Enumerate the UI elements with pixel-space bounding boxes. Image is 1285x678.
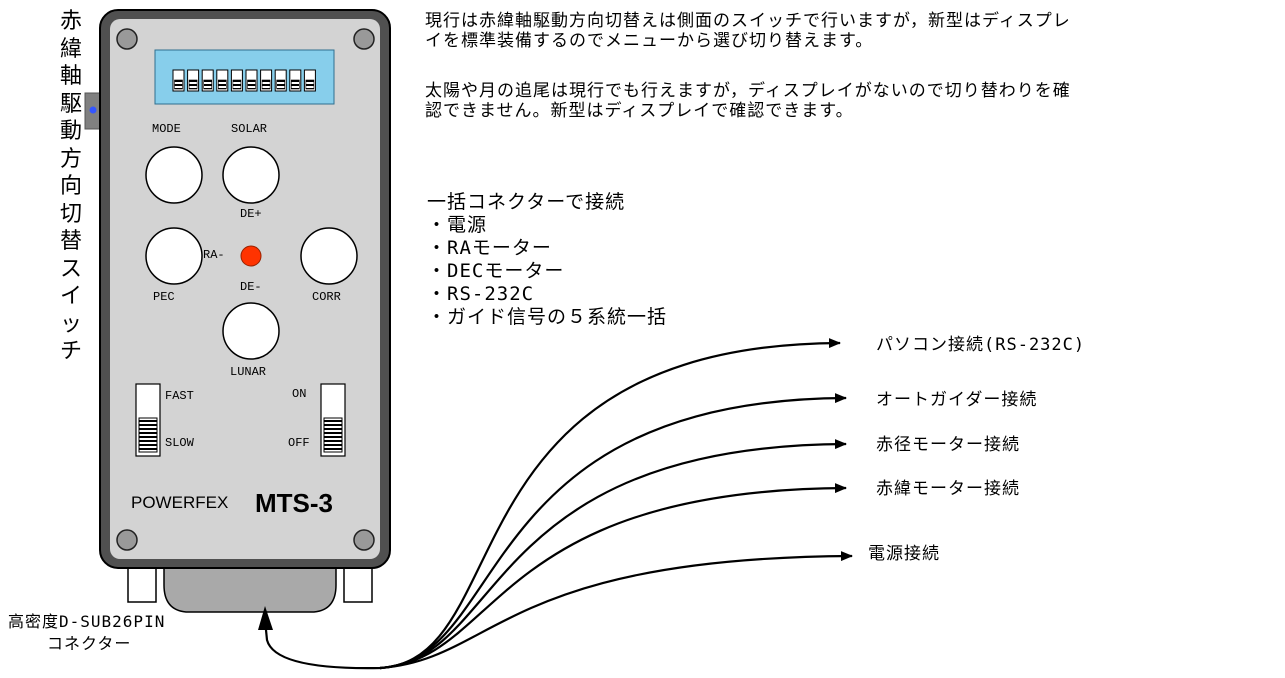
- connection-label-dec-motor: 赤緯モーター接続: [876, 479, 1020, 499]
- dip-switch-knob: [247, 79, 256, 90]
- note-line-1: 現行は赤緯軸駆動方向切替えは側面のスイッチで行いますが，新型はディスプレ: [425, 11, 1071, 31]
- corr-label: CORR: [312, 290, 341, 304]
- dip-switch: [154, 49, 335, 105]
- side-switch-label: 赤 緯 軸 駆 動 方 向 切 替 ス イ ッ チ: [59, 9, 82, 364]
- connector-list-item: ・ガイド信号の５系統一括: [427, 306, 668, 328]
- status-led: [240, 245, 262, 267]
- connector-list-heading: 一括コネクターで接続: [427, 191, 626, 213]
- connection-label-ra-motor: 赤径モーター接続: [876, 435, 1020, 455]
- connection-label-power: 電源接続: [868, 544, 940, 564]
- dip-switch-knob: [174, 79, 183, 90]
- mode-label: MODE: [152, 122, 181, 136]
- de-plus-label: DE+: [240, 207, 262, 221]
- dip-switch-knob: [305, 79, 315, 90]
- connector-list-item: ・DECモーター: [427, 260, 565, 282]
- connector-list-item: ・RS-232C: [427, 283, 535, 305]
- connector-list-item: ・電源: [427, 214, 488, 236]
- dip-switch-knob: [203, 79, 212, 90]
- connector-list-item: ・RAモーター: [427, 237, 552, 259]
- lunar-label: LUNAR: [230, 365, 267, 379]
- fast-slow-switch[interactable]: [135, 383, 161, 457]
- de-minus-lunar-button[interactable]: [222, 302, 280, 360]
- ra-minus-label: RA-: [203, 248, 225, 262]
- note-line-3: 太陽や月の追尾は現行でも行えますが，ディスプレイがないので切り替わりを確: [425, 81, 1071, 101]
- note-line-4: 認できません。新型はディスプレイで確認できます。: [425, 101, 854, 121]
- screw-top-right: [353, 28, 375, 50]
- model-label: MTS-3: [255, 488, 333, 518]
- dip-switch-knob: [261, 79, 271, 90]
- screw-bottom-right: [353, 529, 375, 551]
- connector-label-line-2: コネクター: [47, 634, 132, 653]
- fast-label: FAST: [165, 389, 194, 403]
- cable-bundle: [263, 338, 853, 670]
- mode-button[interactable]: [145, 146, 203, 204]
- solar-de-plus-button[interactable]: [222, 146, 280, 204]
- cable-pc: [263, 338, 841, 670]
- connection-label-autoguider: オートガイダー接続: [876, 390, 1038, 410]
- dip-switch-knob: [276, 79, 286, 90]
- dip-switch-knob: [232, 79, 242, 90]
- solar-label: SOLAR: [231, 122, 268, 136]
- screw-bottom-left: [116, 529, 138, 551]
- cable-dec-motor: [379, 483, 847, 670]
- cable-autoguider: [379, 393, 847, 670]
- ra-minus-pec-button[interactable]: [145, 227, 203, 285]
- dip-switch-knob: [290, 79, 300, 90]
- pec-label: PEC: [153, 290, 175, 304]
- on-label: ON: [292, 387, 307, 401]
- off-label: OFF: [288, 436, 310, 450]
- de-minus-label: DE-: [240, 280, 262, 294]
- dip-switch-knob: [218, 79, 227, 90]
- connection-label-pc: パソコン接続(RS-232C): [876, 335, 1086, 355]
- corr-button[interactable]: [300, 227, 358, 285]
- dip-switch-knob: [188, 79, 198, 90]
- connector-label-line-1: 高密度D-SUB26PIN: [8, 612, 166, 631]
- connector-arrowhead: [258, 606, 273, 630]
- cable-power: [379, 551, 853, 670]
- on-off-switch[interactable]: [320, 383, 346, 457]
- screw-top-left: [116, 28, 138, 50]
- slow-label: SLOW: [165, 436, 194, 450]
- cable-ra-motor: [379, 439, 847, 670]
- brand-label: POWERFEX: [131, 493, 229, 512]
- note-line-2: イを標準装備するのでメニューから選び切り替えます。: [425, 31, 874, 51]
- buttons: [145, 146, 358, 360]
